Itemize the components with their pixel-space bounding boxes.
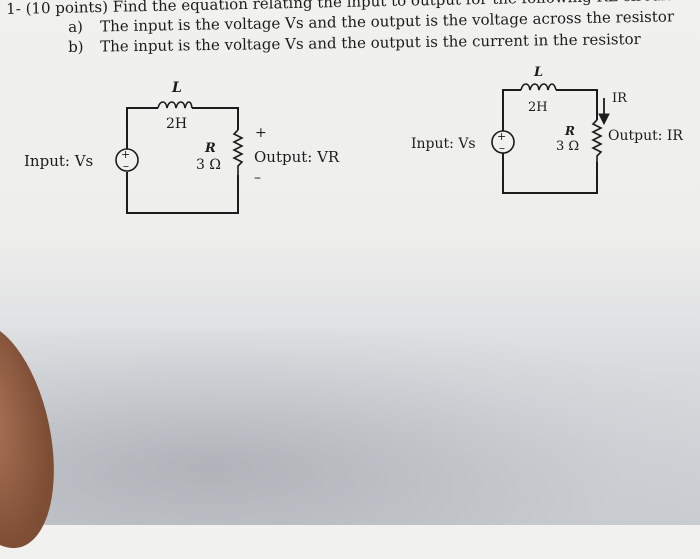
circuit-a-output-label: Output: VR <box>254 148 340 166</box>
circuit-b <box>491 83 610 194</box>
circuit-b-resistor-value: 3 Ω <box>556 139 579 154</box>
circuit-b-inductor-value: 2H <box>528 100 548 115</box>
circuit-a-source-plus-icon: + <box>121 148 130 161</box>
circuit-a-resistor-value: 3 Ω <box>196 157 221 173</box>
circuit-b-source-plus-icon: + <box>497 130 506 143</box>
circuit-b-wire <box>502 89 598 194</box>
circuit-a-source <box>115 148 139 172</box>
circuit-a-inductor-value: 2H <box>166 116 187 132</box>
circuit-a-resistor <box>232 129 244 175</box>
circuit-b-current-label: IR <box>612 91 628 106</box>
circuit-b-resistor <box>591 119 603 162</box>
circuit-b-inductor <box>520 83 557 91</box>
circuit-b-input-label: Input: Vs <box>411 136 476 152</box>
circuit-a-source-minus-icon: – <box>123 159 129 173</box>
circuit-b-resistor-symbol: R <box>564 124 575 138</box>
circuit-diagrams: + – L 2H R 3 Ω + – Input: Vs Output: VR … <box>24 65 683 214</box>
circuit-a-output-plus: + <box>255 125 267 141</box>
circuit-a-wire <box>126 107 239 214</box>
circuit-b-output-label: Output: IR <box>608 128 683 144</box>
circuit-a <box>115 101 244 214</box>
circuit-b-source-minus-icon: – <box>499 141 505 155</box>
circuit-a-inductor <box>157 101 193 109</box>
circuit-a-inductor-symbol: L <box>171 80 182 96</box>
circuit-b-inductor-symbol: L <box>533 65 543 80</box>
circuit-a-input-label: Input: Vs <box>24 152 93 170</box>
circuit-a-output-minus: – <box>254 170 261 186</box>
hand-shadow <box>0 330 700 525</box>
circuit-b-source <box>491 130 515 154</box>
circuit-a-resistor-symbol: R <box>204 141 216 156</box>
